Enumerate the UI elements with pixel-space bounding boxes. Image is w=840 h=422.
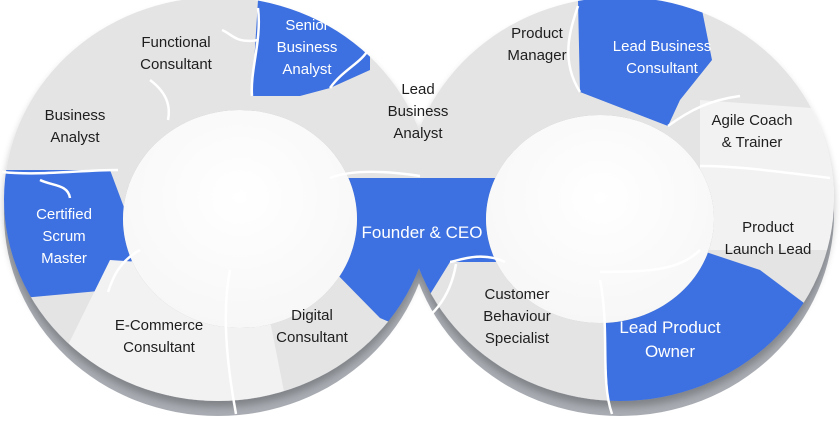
label-line: Digital <box>291 307 333 324</box>
label-line: Lead Product <box>619 318 720 337</box>
piece-certified-scrum-master <box>0 170 140 300</box>
label-line: Business <box>388 103 449 120</box>
label-line: Behaviour <box>483 308 551 325</box>
ring-holes <box>123 110 714 328</box>
label-line: Specialist <box>485 330 550 347</box>
label-line: Consultant <box>276 329 349 346</box>
label-line: Product <box>511 25 564 42</box>
label-line: Product <box>742 219 795 236</box>
label-line: Owner <box>645 342 695 361</box>
label-line: Consultant <box>123 339 196 356</box>
label-line: Certified <box>36 206 92 223</box>
label-line: Analyst <box>282 61 332 78</box>
piece-seams <box>1 5 831 415</box>
label-line: Lead <box>401 81 434 98</box>
label-line: Launch Lead <box>725 241 812 258</box>
label-agile-coach-trainer: Agile Coach & Trainer <box>712 112 793 151</box>
label-line: Analyst <box>50 129 100 146</box>
label-line: Lead Business <box>613 38 711 55</box>
label-line: Customer <box>484 286 549 303</box>
piece-alt-shade-right <box>700 100 840 250</box>
label-line: Analyst <box>393 125 443 142</box>
label-line: Founder & CEO <box>362 223 483 242</box>
label-line: Business <box>277 39 338 56</box>
label-line: Functional <box>141 34 210 51</box>
label-line: & Trainer <box>722 134 783 151</box>
label-line: Business <box>45 107 106 124</box>
piece-lead-business-consultant <box>578 0 712 126</box>
label-line: Manager <box>507 47 566 64</box>
label-line: Consultant <box>140 56 213 73</box>
label-founder-ceo: Founder & CEO <box>362 223 483 242</box>
label-line: Master <box>41 250 87 267</box>
piece-senior-business-analyst <box>252 0 370 96</box>
label-line: Agile Coach <box>712 112 793 129</box>
label-line: Scrum <box>42 228 85 245</box>
piece-founder-ceo <box>325 178 505 330</box>
label-line: E-Commerce <box>115 317 203 334</box>
label-line: Senior <box>285 17 328 34</box>
label-line: Consultant <box>626 60 699 77</box>
